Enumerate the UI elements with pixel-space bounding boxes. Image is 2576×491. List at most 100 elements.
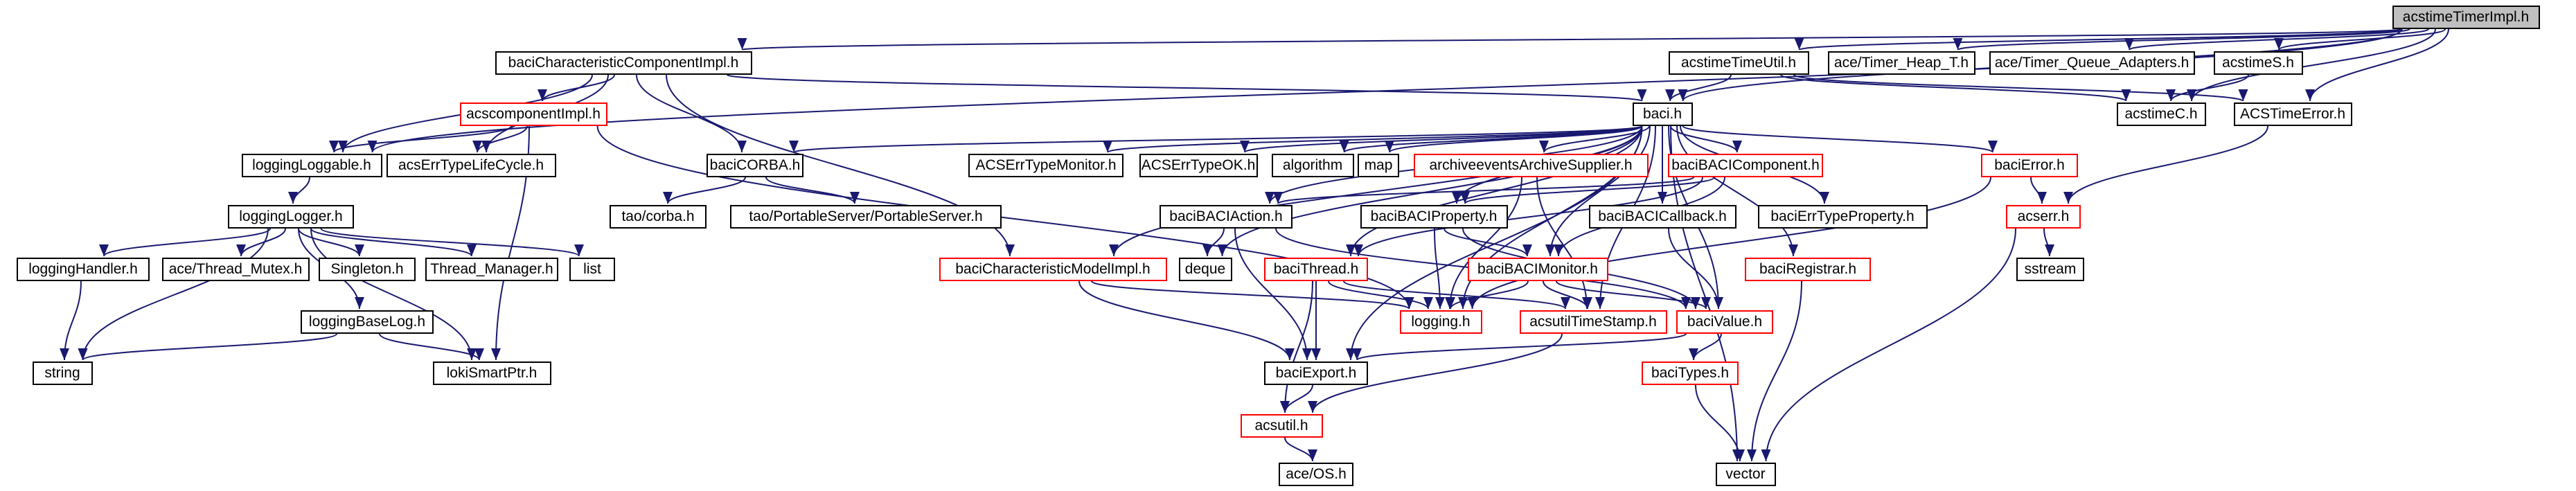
graph-node-bacicharacteristicmodelimpl-h[interactable]: baciCharacteristicModelImpl.h [939,258,1167,281]
edge-baciexport-h--acsutil-h [1280,384,1313,413]
edge-acscomponentimpl-h--loggingloggable-h [329,125,512,153]
edge-bacicharacteristiccomponentimpl-h--bacicorba-h [636,74,747,153]
graph-node-acstimetimerimpl-h[interactable]: acstimeTimerImpl.h [2392,6,2540,29]
edge-bacicorba-h--tao-portableserver-portableserver-h [765,177,860,204]
graph-node-bacibacimonitor-h[interactable]: baciBACIMonitor.h [1467,258,1608,281]
graph-node-string[interactable]: string [32,361,93,385]
graph-node-baciregistrar-h[interactable]: baciRegistrar.h [1745,258,1871,281]
edge-acstimes-h--acstimec-h [2166,74,2249,102]
edge-bacivalue-h--bacitypes-h [1689,333,1722,361]
edge-bacibaciproperty-h--logging-h [1434,228,1445,310]
graph-node-acserrtypemonitor-h[interactable]: ACSErrTypeMonitor.h [968,154,1123,177]
graph-node-acstimes-h[interactable]: acstimeS.h [2213,51,2303,75]
edge-baci-h--acserrtypeok-h [1240,125,1643,153]
edge-bacithread-h--acsutiltimestamp-h [1343,280,1570,310]
graph-node-deque[interactable]: deque [1178,258,1232,281]
graph-node-acstimec-h[interactable]: acstimeC.h [2116,102,2206,126]
edge-baci-h--bacicharacteristicmodelimpl-h [1109,125,1643,257]
graph-node-logginghandler-h[interactable]: loggingHandler.h [17,258,150,281]
edge-bacicharacteristicmodelimpl-h--logging-h [1091,280,1414,310]
graph-node-ace-timer-queue-adapters-h[interactable]: ace/Timer_Queue_Adapters.h [1989,51,2195,75]
graph-node-bacibaciaction-h[interactable]: baciBACIAction.h [1160,205,1293,229]
edge-baci-h--bacibacimonitor-h [1545,125,1651,257]
graph-node-bacibacicomponent-h[interactable]: baciBACIComponent.h [1668,154,1823,177]
graph-node-vector[interactable]: vector [1715,463,1776,486]
edge-bacibacimonitor-h--bacivalue-h [1556,280,1711,310]
graph-node-thread-manager-h[interactable]: Thread_Manager.h [425,258,558,281]
edge-bacibacicomponent-h--bacibaciproperty-h [1460,177,1715,204]
graph-node-sstream[interactable]: sstream [2016,258,2084,281]
graph-node-logginglogger-h[interactable]: loggingLogger.h [228,205,354,229]
graph-node-loggingloggable-h[interactable]: loggingLoggable.h [241,154,382,177]
edge-acserr-h--sstream [2043,228,2054,257]
graph-node-acsutiltimestamp-h[interactable]: acsutilTimeStamp.h [1519,310,1667,334]
edge-baci-h--map [1385,125,1643,153]
graph-node-acstimetimeutil-h[interactable]: acstimeTimeUtil.h [1668,51,1809,75]
edge-bacierror-h--logging-h [1467,177,1991,310]
edge-bacithread-h--logging-h [1328,280,1433,310]
graph-node-bacitypes-h[interactable]: baciTypes.h [1642,361,1739,385]
edge-acstimetimeutil-h--baci-h [1665,74,1732,102]
edge-bacibacicomponent-h--bacibaciaction-h [1273,177,1694,204]
edge-logginglogger-h--thread-manager-h [310,228,477,257]
graph-node-ace-thread-mutex-h[interactable]: ace/Thread_Mutex.h [161,258,310,281]
graph-node-baciexport-h[interactable]: baciExport.h [1264,361,1368,385]
edge-baci-h--acserrtypemonitor-h [1103,125,1643,153]
graph-node-lokismartptr-h[interactable]: lokiSmartPtr.h [432,361,551,385]
graph-node-ace-timer-heap-t-h[interactable]: ace/Timer_Heap_T.h [1827,51,1975,75]
edge-bacibacicomponent-h--bacithread-h [1353,177,1703,257]
graph-node-bacicorba-h[interactable]: baciCORBA.h [707,154,803,177]
graph-node-bacicharacteristiccomponentimpl-h[interactable]: baciCharacteristicComponentImpl.h [495,51,752,75]
edge-baciregistrar-h--vector [1747,280,1802,462]
graph-node-bacibaciproperty-h[interactable]: baciBACIProperty.h [1360,205,1508,229]
graph-node-bacithread-h[interactable]: baciThread.h [1264,258,1368,281]
graph-node-baci-h[interactable]: baci.h [1632,102,1693,126]
graph-node-loggingbaselog-h[interactable]: loggingBaseLog.h [301,310,434,334]
edge-acstimetimerimpl-h--acstimes-h [2274,28,2446,51]
graph-node-logging-h[interactable]: logging.h [1399,310,1482,334]
edge-acstimetimerimpl-h--bacicharacteristiccomponentimpl-h [739,28,2403,51]
graph-node-singleton-h[interactable]: Singleton.h [319,258,416,281]
graph-node-archiveeventsarchivesupplier-h[interactable]: archiveeventsArchiveSupplier.h [1413,154,1649,177]
graph-node-bacibacicallback-h[interactable]: baciBACICallback.h [1588,205,1736,229]
edge-loggingbaselog-h--lokismartptr-h [379,333,484,361]
edge-acsutil-h--ace-os-h [1284,437,1317,462]
edge-logginghandler-h--string [60,280,82,361]
edge-logginglogger-h--lokismartptr-h [310,228,477,361]
edge-bacierror-h--acserr-h [2030,177,2047,204]
graph-node-tao-corba-h[interactable]: tao/corba.h [610,205,707,229]
graph-node-bacierror-h[interactable]: baciError.h [1981,154,2078,177]
edge-baci-h--deque [1217,125,1643,257]
edge-baci-h--bacierror-h [1682,125,1998,153]
graph-node-acstimeerror-h[interactable]: ACSTimeError.h [2233,102,2352,126]
graph-node-list[interactable]: list [569,258,615,281]
edge-bacitypes-h--vector [1695,384,1745,462]
graph-node-acscomponentimpl-h[interactable]: acscomponentImpl.h [459,102,607,126]
graph-node-algorithm[interactable]: algorithm [1271,154,1354,177]
edge-baci-h--vector [1670,125,1742,462]
edge-loggingloggable-h--logginglogger-h [288,177,310,204]
graph-node-bacierrtypeproperty-h[interactable]: baciErrTypeProperty.h [1757,205,1928,229]
edge-baci-h--bacibacicomponent-h [1670,125,1742,153]
edge-acscomponentimpl-h--acserrtypelifecycle-h [472,125,528,153]
edge-logginglogger-h--ace-thread-mutex-h [236,228,286,257]
graph-node-ace-os-h[interactable]: ace/OS.h [1279,463,1353,486]
edge-archiveeventsarchivesupplier-h--acsutiltimestamp-h [1536,177,1592,310]
graph-node-acserr-h[interactable]: acserr.h [2006,205,2081,229]
graph-node-map[interactable]: map [1358,154,1399,177]
edge-acstimetimerimpl-h--ace-timer-heap-t-h [1953,28,2410,51]
edge-acstimetimerimpl-h--acstimetimeutil-h [1795,28,2403,51]
edge-bacibaciaction-h--deque [1202,228,1225,257]
graph-node-tao-portableserver-portableserver-h[interactable]: tao/PortableServer/PortableServer.h [730,205,1002,229]
graph-node-acsutil-h[interactable]: acsutil.h [1240,414,1323,438]
edge-acstimetimeutil-h--acstimeerror-h [1793,74,2248,102]
edge-acstimetimerimpl-h--acstimeerror-h [2305,28,2449,102]
graph-node-acserrtypelifecycle-h[interactable]: acsErrTypeLifeCycle.h [386,154,556,177]
graph-node-acserrtypeok-h[interactable]: ACSErrTypeOK.h [1139,154,1258,177]
edge-logginglogger-h--singleton-h [298,228,364,257]
edge-bacithread-h--acsutil-h [1280,280,1313,413]
edge-bacibacimonitor-h--acsutiltimestamp-h [1543,280,1592,310]
graph-node-bacivalue-h[interactable]: baciValue.h [1676,310,1773,334]
edge-bacicharacteristicmodelimpl-h--baciexport-h [1078,280,1295,361]
